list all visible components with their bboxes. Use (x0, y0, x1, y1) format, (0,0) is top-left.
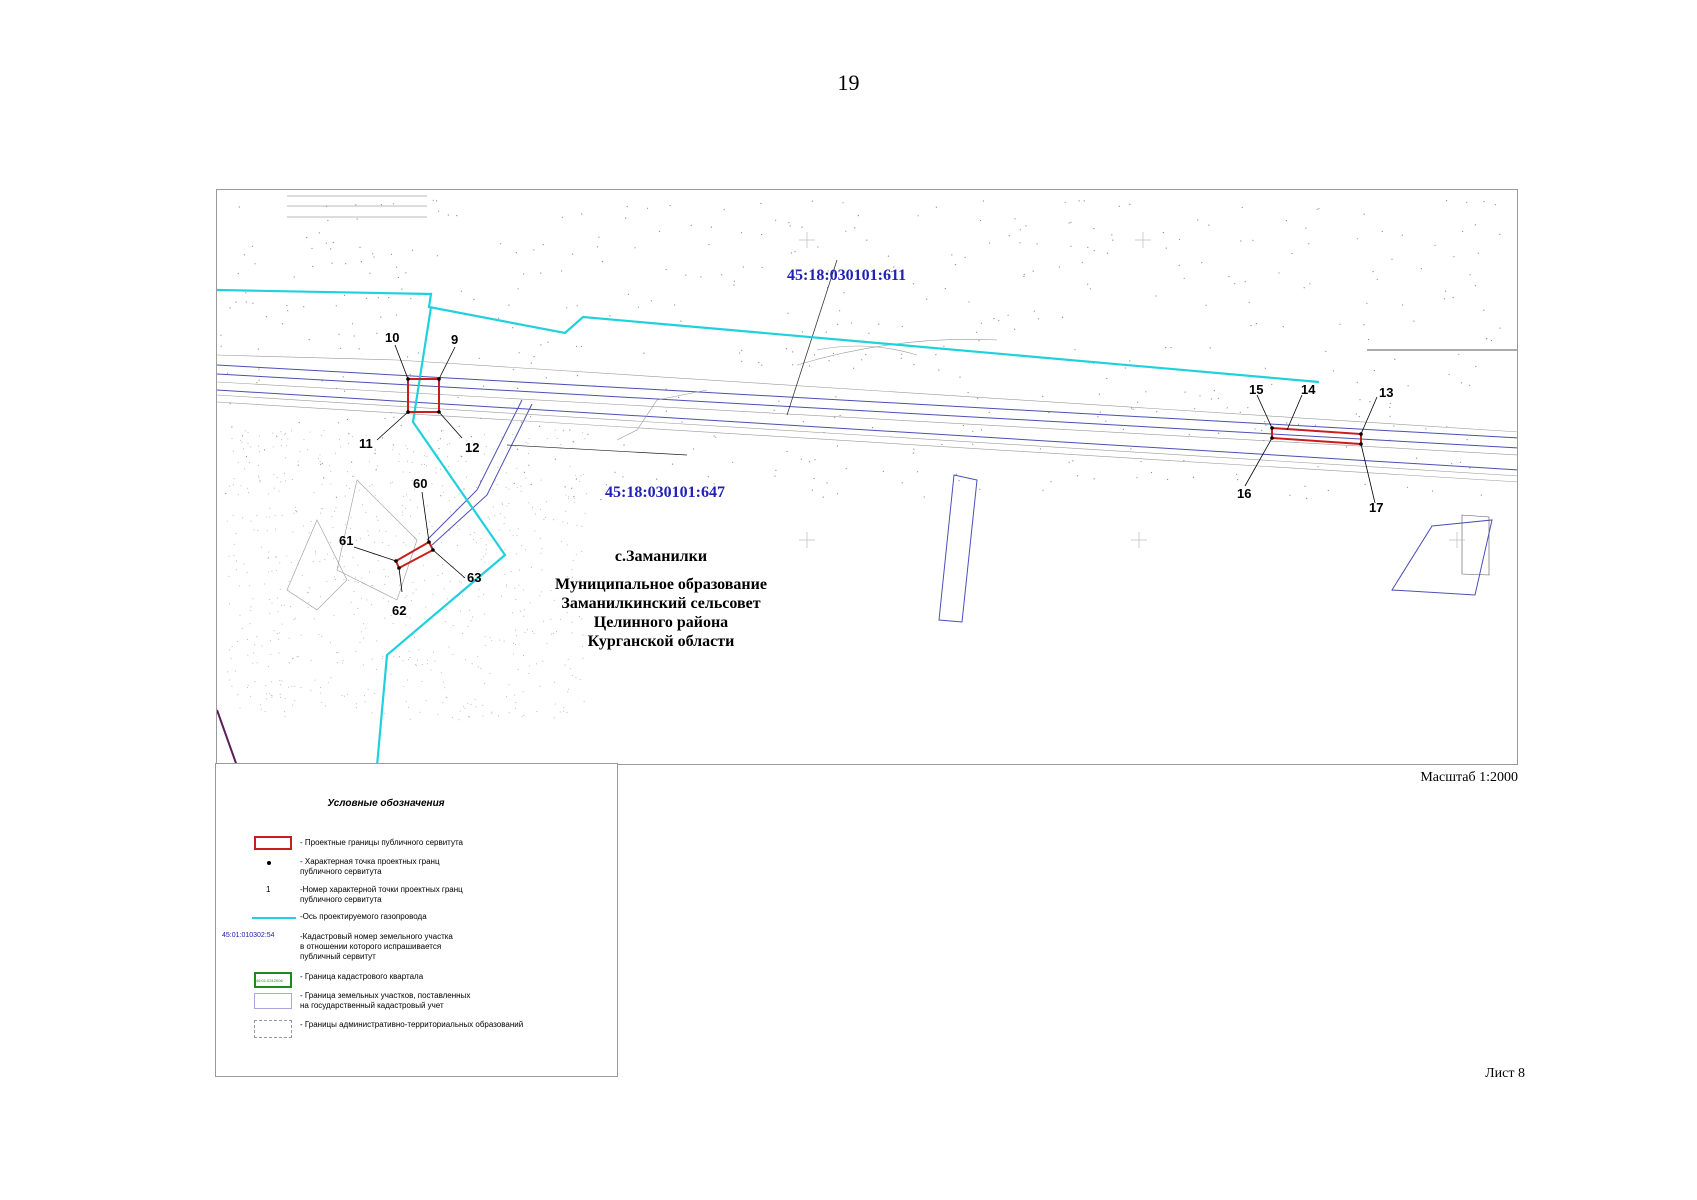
legend-text: - Границы административно-территориальны… (300, 1020, 524, 1029)
characteristic-points (394, 377, 1363, 570)
land-parcel-boundaries (217, 364, 1517, 764)
cadastral-map: 9 10 11 12 13 14 15 16 17 60 61 62 63 45:18:030101:6… (216, 189, 1518, 765)
map-scale: Масштаб 1:2000 (1420, 770, 1518, 785)
cadastral-number-647: 45:18:030101:647 (605, 484, 725, 501)
point-label-60: 60 (413, 476, 427, 491)
point-label-17: 17 (1369, 500, 1383, 515)
legend-text: - Граница кадастрового квартала (300, 972, 424, 981)
point-label-16: 16 (1237, 486, 1251, 501)
point-label-10: 10 (385, 330, 399, 345)
point-label-12: 12 (465, 440, 479, 455)
point-number-labels: 9 10 11 12 13 14 15 16 17 60 61 62 63 (339, 330, 1393, 618)
legend-text: - Характерная точка проектных гранц публ… (300, 857, 440, 876)
legend-text: -Кадастровый номер земельного участка в … (300, 932, 453, 961)
point-label-14: 14 (1301, 382, 1316, 397)
municipality-line-2: Заманилкинский сельсовет (561, 595, 760, 612)
elevation-marks (220, 199, 1501, 721)
legend-text: -Ось проектируемого газопровода (300, 912, 427, 921)
cyan-line-icon (252, 917, 296, 919)
page-number: 19 (837, 70, 860, 95)
point-label-63: 63 (467, 570, 481, 585)
legend-text: -Номер характерной точки проектных гранц… (300, 885, 463, 904)
servitude-boundaries (394, 378, 1362, 570)
green-box-icon (254, 972, 292, 988)
top-left-notes (287, 195, 427, 218)
municipality-line-1: Муниципальное образование (555, 576, 767, 593)
legend-text: - Граница земельных участков, поставленн… (300, 991, 471, 1010)
point-icon (267, 861, 271, 865)
point-label-11: 11 (359, 436, 373, 451)
survey-lines (506, 259, 1517, 456)
road-edges (217, 338, 1517, 611)
legend: Условные обозначения - Проектные границы… (215, 763, 618, 1077)
violet-box-icon (254, 993, 292, 1009)
point-label-62: 62 (392, 603, 406, 618)
grid-crosses (799, 232, 1465, 548)
dashed-box-icon (254, 1020, 292, 1038)
cadastral-number-sample: 45:01:010302:54 (222, 932, 275, 939)
point-label-13: 13 (1379, 385, 1393, 400)
gas-pipeline-axis (217, 288, 1320, 384)
municipality-line-3: Целинного района (594, 614, 728, 631)
point-label-9: 9 (451, 332, 458, 347)
point-label-15: 15 (1249, 382, 1263, 397)
legend-title: Условные обозначения (327, 798, 445, 809)
municipality-line-4: Курганской области (588, 633, 735, 650)
point-label-61: 61 (339, 533, 353, 548)
sheet-number: Лист 8 (1485, 1066, 1525, 1081)
settlement-name: с.Заманилки (615, 548, 707, 565)
point-number-sample: 1 (266, 885, 271, 894)
legend-text: - Проектные границы публичного сервитута (300, 838, 463, 847)
gas-pipeline-axis-branch (376, 306, 507, 764)
red-rectangle-icon (254, 836, 292, 850)
legend-quarter-sample: 45:01:0312006 (256, 978, 283, 983)
cadastral-number-611: 45:18:030101:611 (787, 267, 906, 284)
map-drawing: 9 10 11 12 13 14 15 16 17 60 61 62 63 45:18:030101:6… (217, 195, 1517, 764)
point-leader-lines (353, 344, 1378, 593)
